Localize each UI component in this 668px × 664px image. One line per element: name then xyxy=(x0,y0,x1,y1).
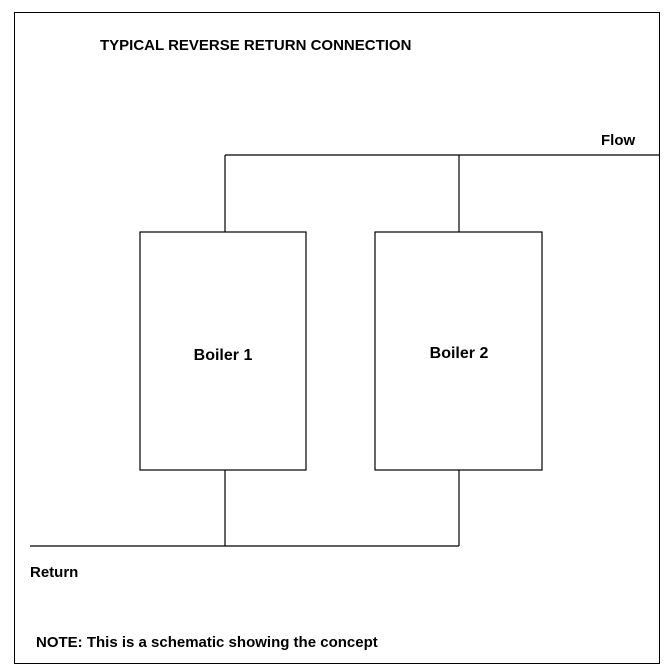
schematic-note: NOTE: This is a schematic showing the co… xyxy=(36,634,378,651)
diagram-title: TYPICAL REVERSE RETURN CONNECTION xyxy=(100,37,412,54)
boiler-1-label: Boiler 1 xyxy=(193,347,253,364)
boiler-2-box xyxy=(374,231,543,471)
return-label: Return xyxy=(30,564,79,581)
boiler-1-box xyxy=(139,231,307,471)
flow-label: Flow xyxy=(601,132,636,149)
boiler-2-label: Boiler 2 xyxy=(429,345,489,362)
